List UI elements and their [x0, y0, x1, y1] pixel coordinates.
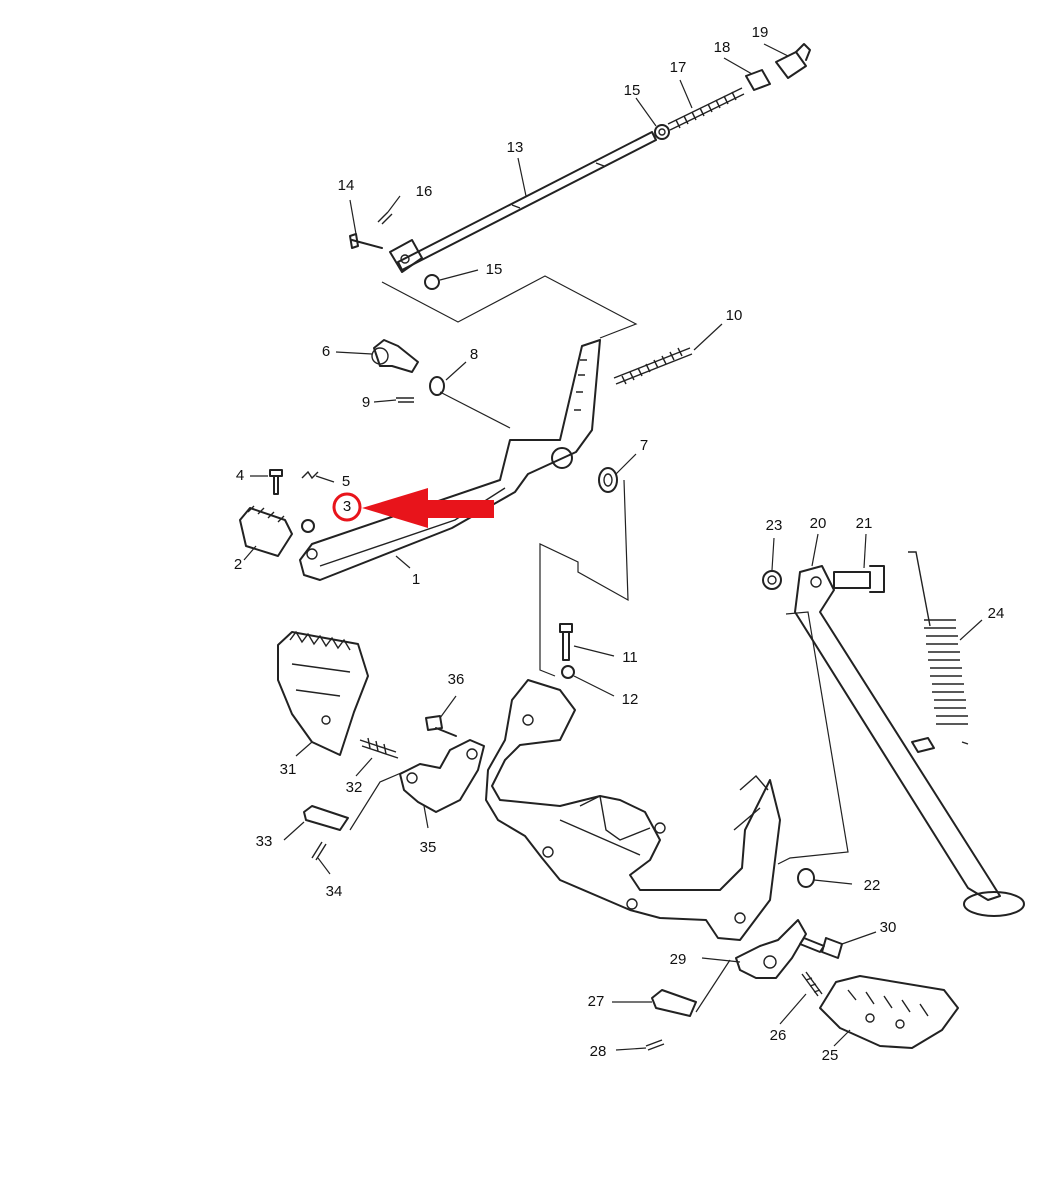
frame-bolt-11 [559, 623, 573, 661]
footrest-right-bolt-30 [799, 937, 843, 959]
label-8: 8 [470, 346, 478, 363]
cotter-pin-top [377, 211, 393, 225]
label-26: 26 [770, 1027, 787, 1044]
pivot-shaft [371, 339, 419, 373]
leader-lines [243, 43, 983, 1051]
label-6: 6 [322, 343, 330, 360]
label-9: 9 [362, 394, 370, 411]
label-19: 19 [752, 24, 769, 41]
label-3: 3 [343, 498, 351, 515]
label-15-lower: 15 [486, 261, 503, 278]
stand-outline [777, 611, 849, 865]
footrest-left [277, 630, 369, 756]
label-4: 4 [236, 467, 244, 484]
label-17: 17 [670, 59, 687, 76]
label-18: 18 [714, 39, 731, 56]
footrest-right-bracket-29 [735, 919, 807, 979]
rod-nut-lower [424, 274, 440, 290]
label-25: 25 [822, 1047, 839, 1064]
label-28: 28 [590, 1043, 607, 1060]
label-24: 24 [988, 605, 1005, 622]
brake-rod [397, 131, 657, 271]
footrest-right-spring-26 [801, 971, 823, 997]
rod-nut-upper [654, 124, 670, 140]
label-21: 21 [856, 515, 873, 532]
stand-pin [911, 737, 935, 753]
label-22: 22 [864, 877, 881, 894]
highlight-circle [332, 492, 362, 522]
side-stand-spring-24 [908, 551, 969, 745]
label-20: 20 [810, 515, 827, 532]
side-stand [794, 565, 1025, 917]
part-labels: 1 2 3 4 5 6 7 8 9 10 11 12 13 14 15 15 1… [234, 24, 1005, 1064]
pedal-spring-5 [301, 470, 319, 480]
pedal-tip [239, 505, 293, 557]
pivot-washer [598, 467, 618, 493]
label-29: 29 [670, 951, 687, 968]
label-7: 7 [640, 437, 648, 454]
pedal-bolt-4 [269, 469, 283, 495]
pedal-nut [301, 519, 315, 533]
footrest-right-pin-27 [651, 989, 697, 1017]
pedal-washer [429, 376, 445, 396]
label-34: 34 [326, 883, 343, 900]
label-16: 16 [416, 183, 433, 200]
label-15-upper: 15 [624, 82, 641, 99]
rod-clevis [389, 239, 423, 273]
label-36: 36 [448, 671, 465, 688]
label-33: 33 [256, 833, 273, 850]
bracket-bolt-36 [425, 715, 457, 737]
label-11: 11 [622, 649, 638, 666]
brake-spring-top [667, 87, 745, 131]
assembly-outline-mid [539, 479, 629, 677]
highlight-arrow [362, 488, 494, 528]
footrest-spring-32 [359, 737, 399, 759]
label-12: 12 [622, 691, 639, 708]
label-32: 32 [346, 779, 363, 796]
frame-nut-12 [561, 665, 575, 679]
footrest-right [819, 975, 959, 1049]
adjusting-nut [775, 43, 811, 79]
label-35: 35 [420, 839, 437, 856]
footrest-cotter-34 [311, 841, 327, 861]
pedal-pivot-line [439, 391, 511, 429]
side-stand-nut-23 [762, 570, 782, 590]
highlight-marker [332, 488, 494, 528]
footrest-right-outline [695, 959, 731, 1013]
side-stand-bolt-21 [833, 565, 885, 593]
label-13: 13 [507, 139, 524, 156]
return-spring-10 [613, 347, 693, 385]
label-30: 30 [880, 919, 897, 936]
cotter-pin-9 [396, 397, 414, 403]
clevis-pin [349, 233, 383, 249]
spring-collar [745, 69, 771, 91]
label-31: 31 [280, 761, 297, 778]
footrest-right-cotter-28 [645, 1039, 665, 1051]
stand-washer-22 [797, 868, 815, 888]
label-14: 14 [338, 177, 355, 194]
footrest-outline [349, 769, 409, 831]
label-1: 1 [412, 571, 420, 588]
label-23: 23 [766, 517, 783, 534]
footrest-pin-33 [303, 805, 349, 831]
assembly-outline-top [381, 275, 638, 339]
frame [485, 679, 781, 941]
label-5: 5 [342, 473, 350, 490]
label-27: 27 [588, 993, 605, 1010]
label-2: 2 [234, 556, 242, 573]
label-10: 10 [726, 307, 743, 324]
footrest-bracket-35 [399, 739, 485, 813]
brake-pedal [299, 339, 601, 581]
